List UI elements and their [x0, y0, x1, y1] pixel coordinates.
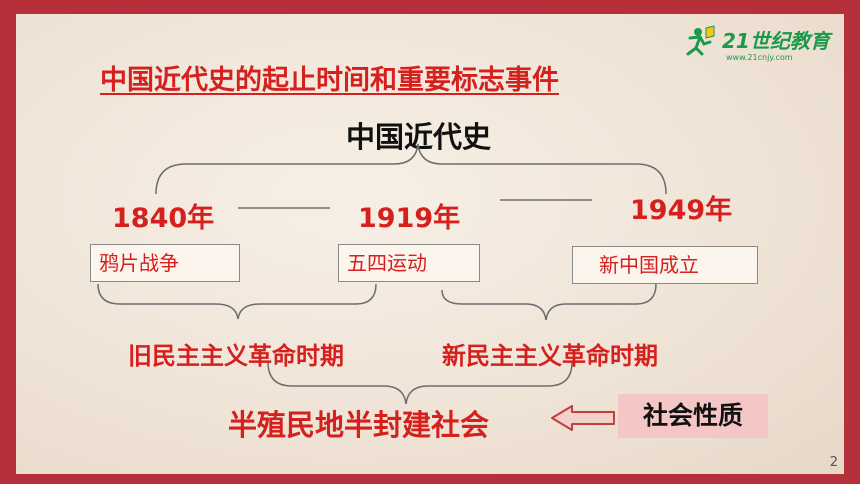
period-new-democratic: 新民主主义革命时期: [442, 342, 658, 370]
page-number: 2: [829, 455, 838, 470]
new-period-brace: [441, 283, 657, 321]
slide-title: 中国近代史的起止时间和重要标志事件: [100, 65, 559, 96]
social-nature-label: 社会性质: [618, 394, 768, 438]
year-1919: 1919年: [358, 203, 461, 234]
old-period-brace: [97, 283, 377, 320]
social-nature: 半殖民地半封建社会: [228, 408, 490, 442]
logo-url: www.21cnjy.com: [726, 53, 793, 62]
period-old-democratic: 旧民主主义革命时期: [128, 342, 344, 370]
arrow-left-icon: [551, 405, 615, 431]
diagram-lines: [97, 143, 667, 431]
nature-brace: [267, 361, 573, 405]
year-1949: 1949年: [630, 195, 733, 226]
logo-text: 21世纪教育: [722, 29, 833, 53]
slide-paper: 21世纪教育 www.21cnjy.com 中国近代史的起止时间和重要标志事件 …: [16, 14, 844, 474]
event-opium-war: 鸦片战争: [90, 244, 240, 282]
top-brace: [155, 143, 667, 195]
year-1840: 1840年: [112, 203, 215, 234]
logo: 21世纪教育 www.21cnjy.com: [686, 25, 833, 62]
runner-icon: [686, 25, 715, 56]
event-may-fourth: 五四运动: [338, 244, 480, 282]
event-prc-founding: 新中国成立: [572, 246, 758, 284]
